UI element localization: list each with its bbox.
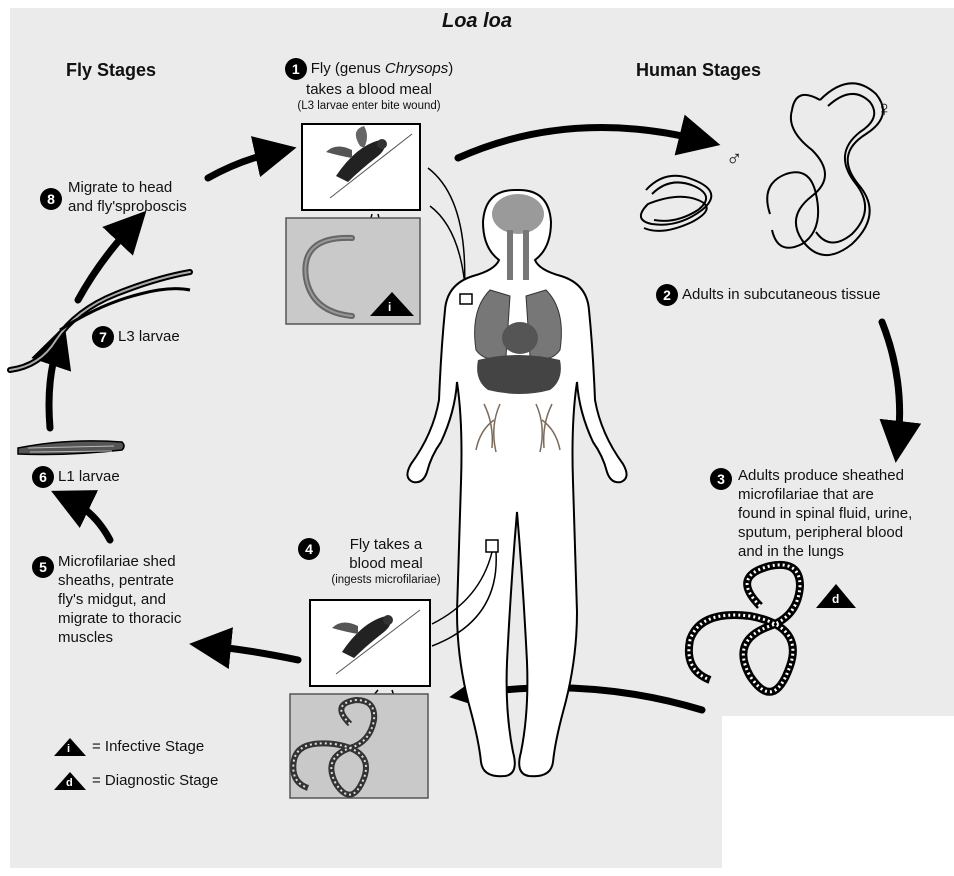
step-5-number: 5 xyxy=(32,556,54,578)
step-3-line3: found in spinal fluid, urine, xyxy=(738,504,912,523)
ingested-box xyxy=(290,694,428,798)
step-4-line1: Fly takes a xyxy=(306,535,466,554)
step-8-line1: Migrate to head xyxy=(68,178,187,197)
infective-letter: i xyxy=(388,300,391,314)
step-5-line2: sheaths, pentrate xyxy=(58,571,181,590)
arrow-2-to-3 xyxy=(882,322,900,442)
step-5: Microfilariae shed sheaths, pentrate fly… xyxy=(58,552,181,647)
step-6-number: 6 xyxy=(32,466,54,488)
step-5-line3: fly's midgut, and xyxy=(58,590,181,609)
diagnostic-letter: d xyxy=(832,592,839,606)
step-8-line2: and fly'sproboscis xyxy=(68,197,187,216)
legend-infective: = Infective Stage xyxy=(92,738,204,755)
step-3: Adults produce sheathed microfilariae th… xyxy=(738,466,912,561)
l3-larva xyxy=(10,272,190,370)
step-3-line2: microfilariae that are xyxy=(738,485,912,504)
step-4: Fly takes a blood meal (ingests microfil… xyxy=(306,535,466,587)
step-4-note: (ingests microfilariae) xyxy=(306,573,466,587)
step-1-line1-pre: Fly (genus xyxy=(311,60,385,77)
legend-infective-text: = Infective Stage xyxy=(92,738,204,755)
legend-diagnostic-text: = Diagnostic Stage xyxy=(92,772,218,789)
step-1-line1-italic: Chrysops xyxy=(385,60,448,77)
step-3-number: 3 xyxy=(710,468,732,490)
diagram-title: Loa loa xyxy=(0,10,954,33)
fly-stages-heading: Fly Stages xyxy=(66,60,156,81)
arrow-5-to-6 xyxy=(70,500,110,540)
male-symbol: ♂ xyxy=(726,146,743,172)
step-6-text: L1 larvae xyxy=(58,468,120,485)
step-5-line5: muscles xyxy=(58,628,181,647)
human-stages-heading: Human Stages xyxy=(636,60,761,81)
step-1-number: 1 xyxy=(285,58,307,80)
legend-diagnostic-letter: d xyxy=(66,777,73,789)
female-symbol: ♀ xyxy=(876,96,893,122)
step-3-line1: Adults produce sheathed xyxy=(738,466,912,485)
step-2-number: 2 xyxy=(656,284,678,306)
legend-diagnostic: = Diagnostic Stage xyxy=(92,772,218,789)
step-1-note: (L3 larvae enter bite wound) xyxy=(254,99,484,113)
microfilariae-large xyxy=(689,565,800,692)
step-8: Migrate to head and fly'sproboscis xyxy=(68,178,187,216)
step-4-line2: blood meal xyxy=(306,554,466,573)
step-8-number: 8 xyxy=(40,188,62,210)
arrow-6-to-7 xyxy=(49,345,58,428)
step-5-line1: Microfilariae shed xyxy=(58,552,181,571)
arrow-1-to-2 xyxy=(458,128,700,158)
step-5-line4: migrate to thoracic xyxy=(58,609,181,628)
step-3-line4: sputum, peripheral blood xyxy=(738,523,912,542)
step-1-line1-post: ) xyxy=(448,60,453,77)
step-2-text: Adults in subcutaneous tissue xyxy=(682,286,880,303)
arrow-8-to-1 xyxy=(208,152,276,178)
step-7-text: L3 larvae xyxy=(118,328,180,345)
step-7-number: 7 xyxy=(92,326,114,348)
step-1-line2: takes a blood meal xyxy=(254,80,484,99)
step-3-line5: and in the lungs xyxy=(738,542,912,561)
fly-box-bottom xyxy=(310,600,430,686)
legend-infective-letter: i xyxy=(67,743,70,755)
arrow-4-to-5 xyxy=(210,646,298,660)
adult-worms xyxy=(641,83,883,255)
fly-box-top xyxy=(302,124,420,210)
